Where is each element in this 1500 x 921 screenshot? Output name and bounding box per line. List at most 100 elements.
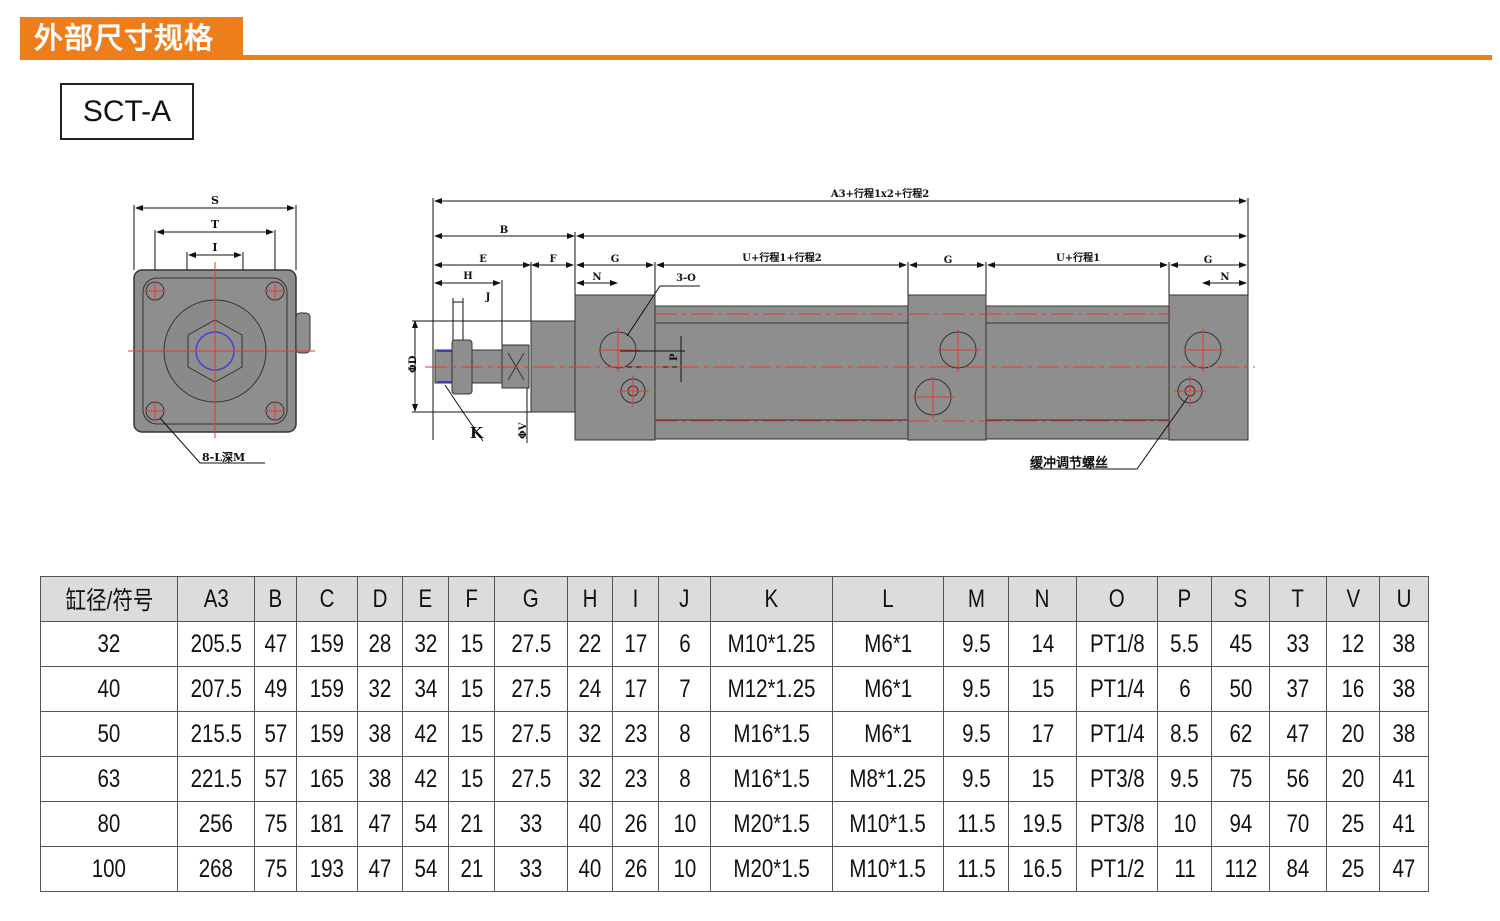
column-header-label: H: [582, 584, 598, 613]
table-cell-value: 268: [198, 854, 234, 883]
table-cell-value: 70: [1286, 809, 1310, 838]
column-header: K: [710, 576, 833, 622]
table-cell: 6: [658, 621, 711, 667]
table-cell-value: M12*1.25: [727, 674, 816, 703]
column-header: S: [1211, 576, 1270, 622]
table-cell-value: 112: [1224, 854, 1257, 883]
table-cell-value: 27.5: [511, 629, 551, 658]
table-cell-value: 28: [368, 629, 392, 658]
table-cell-value: 57: [264, 764, 287, 793]
table-cell-value: 45: [1229, 629, 1252, 658]
table-cell-value: 32: [578, 719, 602, 748]
table-cell-value: 27.5: [511, 719, 551, 748]
table-cell-value: 12: [1341, 629, 1365, 658]
table-cell-value: 26: [624, 809, 647, 838]
table-cell: 34: [402, 666, 449, 712]
table-cell: 159: [296, 666, 358, 712]
column-header-label: G: [523, 584, 539, 613]
table-cell: 84: [1269, 846, 1327, 892]
table-cell-value: 47: [368, 854, 392, 883]
column-header-label: S: [1233, 584, 1248, 613]
column-header-label: K: [764, 584, 779, 613]
table-cell: 32: [402, 621, 449, 667]
table-cell-value: 7: [678, 674, 691, 703]
table-cell: 27.5: [494, 621, 568, 667]
table-cell-value: 47: [1286, 719, 1310, 748]
table-cell: 40: [567, 846, 613, 892]
table-cell-value: M10*1.5: [849, 809, 927, 838]
table-cell: 16: [1326, 666, 1380, 712]
table-cell-value: 41: [1392, 809, 1416, 838]
table-cell-value: PT1/2: [1089, 854, 1145, 883]
column-header-label: E: [418, 584, 433, 613]
table-cell-value: 42: [414, 719, 437, 748]
table-cell: M6*1: [832, 621, 944, 667]
column-header: D: [357, 576, 403, 622]
table-cell: 26: [612, 801, 659, 847]
table-cell: M10*1.25: [710, 621, 833, 667]
table-cell-value: 5.5: [1170, 629, 1199, 658]
column-header-label: T: [1291, 584, 1305, 613]
table-cell: 50: [1211, 666, 1270, 712]
table-cell: 15: [1008, 666, 1077, 712]
table-cell: 22: [567, 621, 613, 667]
dim-label-g-mid: G: [944, 255, 953, 266]
table-cell-value: 63: [97, 764, 121, 793]
column-header: N: [1008, 576, 1077, 622]
table-cell: 7: [658, 666, 711, 712]
table-cell-value: 159: [309, 674, 345, 703]
table-cell-value: 54: [414, 809, 437, 838]
table-cell-value: 15: [460, 629, 483, 658]
table-cell: PT3/8: [1076, 756, 1158, 802]
table-cell-value: 38: [368, 764, 392, 793]
table-cell-value: 32: [578, 764, 602, 793]
table-cell: 23: [612, 711, 659, 757]
table-cell: 10: [658, 801, 711, 847]
table-cell-value: 34: [414, 674, 437, 703]
table-cell-value: PT1/8: [1089, 629, 1145, 658]
table-cell-value: 221.5: [190, 764, 242, 793]
side-view: [412, 198, 1255, 470]
table-cell-value: 38: [368, 719, 392, 748]
table-cell-value: 8.5: [1170, 719, 1199, 748]
table-cell-value: 84: [1286, 854, 1310, 883]
table-cell: 38: [357, 756, 403, 802]
table-cell-value: 40: [578, 854, 602, 883]
table-cell-value: 47: [1392, 854, 1416, 883]
table-cell: 47: [1269, 711, 1327, 757]
column-header: C: [296, 576, 358, 622]
table-cell: PT1/2: [1076, 846, 1158, 892]
mounting-holes-label: 8-L深M: [202, 450, 245, 464]
column-header: I: [612, 576, 659, 622]
table-cell-value: 62: [1229, 719, 1252, 748]
table-cell-value: M8*1.25: [849, 764, 927, 793]
table-cell-value: 47: [368, 809, 392, 838]
table-cell: 20: [1326, 711, 1380, 757]
table-cell-value: 23: [624, 764, 647, 793]
table-cell-value: 20: [1341, 719, 1365, 748]
table-cell: 25: [1326, 846, 1380, 892]
dim-label-i: I: [212, 241, 217, 254]
table-cell: 47: [1379, 846, 1429, 892]
column-header: F: [448, 576, 495, 622]
section-header-rule: [20, 55, 1492, 60]
table-cell-value: 27.5: [511, 764, 551, 793]
table-cell-value: 23: [624, 719, 647, 748]
dim-label-s: S: [211, 194, 219, 207]
table-cell: 10: [1157, 801, 1212, 847]
table-cell: 11.5: [943, 846, 1009, 892]
table-cell-value: 24: [578, 674, 602, 703]
table-cell: 181: [296, 801, 358, 847]
table-cell: 20: [1326, 756, 1380, 802]
table-cell: 9.5: [1157, 756, 1212, 802]
table-cell-value: 37: [1286, 674, 1310, 703]
dim-label-t: T: [211, 218, 220, 231]
table-cell-value: M16*1.5: [733, 719, 810, 748]
column-header: J: [658, 576, 711, 622]
table-cell: 49: [254, 666, 297, 712]
table-cell: 33: [1269, 621, 1327, 667]
table-cell: 9.5: [943, 621, 1009, 667]
table-cell-value: 6: [678, 629, 691, 658]
